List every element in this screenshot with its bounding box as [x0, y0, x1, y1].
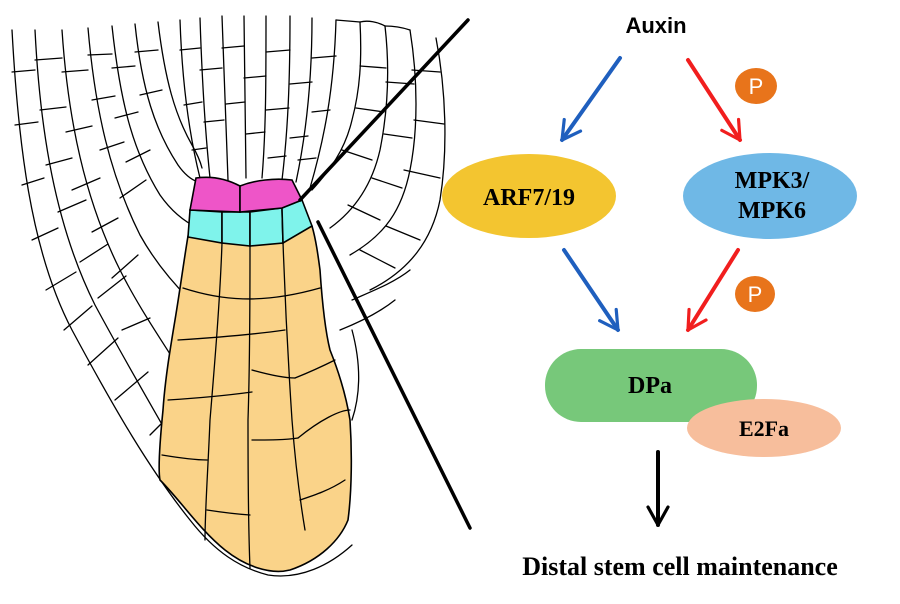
root-outline — [11, 29, 353, 577]
callout-line-upper — [298, 18, 470, 202]
e2fa-label: E2Fa — [739, 416, 789, 441]
root-tip-illustration — [11, 15, 472, 577]
stem-cell-cyan-2 — [221, 211, 251, 247]
mpk-node: MPK3/ MPK6 — [683, 153, 857, 239]
mpk-label-line2: MPK6 — [738, 198, 806, 224]
svg-text:P: P — [749, 74, 764, 99]
stem-cell-cyan-3 — [249, 207, 284, 247]
arf-label: ARF7/19 — [483, 185, 575, 211]
phospho-badge-1: P — [735, 68, 777, 104]
phospho-badge-2: P — [735, 276, 775, 312]
arrow-arf-to-dpa — [562, 248, 620, 332]
outcome-label: Distal stem cell maintenance — [522, 552, 838, 581]
dpa-label: DPa — [628, 373, 672, 399]
arrow-auxin-to-mpk — [686, 58, 742, 142]
signaling-pathway: Auxin P ARF7/19 MPK3/ MPK6 P — [442, 13, 857, 581]
e2fa-node: E2Fa — [687, 399, 841, 457]
quiescent-center — [189, 176, 304, 213]
qc-cell-left — [189, 176, 241, 213]
mpk-label-line1: MPK3/ — [735, 168, 810, 194]
auxin-label: Auxin — [625, 13, 686, 38]
arrow-auxin-to-arf — [560, 56, 622, 142]
dpa-node: DPa — [545, 349, 757, 422]
callout-line-lower — [316, 220, 472, 530]
columella-stem-cells — [187, 198, 313, 247]
stem-cell-cyan-1 — [187, 209, 223, 244]
arrow-mpk-to-dpa — [686, 248, 740, 332]
qc-cell-right — [239, 178, 304, 213]
arf-node: ARF7/19 — [442, 154, 616, 238]
proximal-meristem-cells — [179, 15, 337, 189]
svg-text:P: P — [748, 282, 763, 307]
columella-cells — [158, 225, 353, 573]
